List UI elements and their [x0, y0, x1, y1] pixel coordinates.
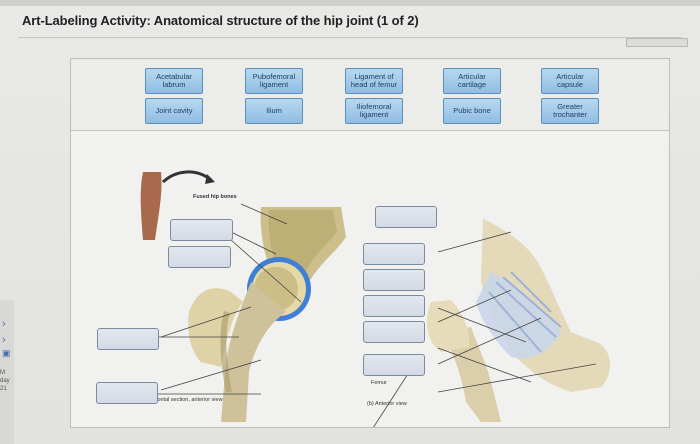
label-tile-ilium[interactable]: Ilium	[245, 98, 303, 124]
toolbar-button[interactable]	[626, 38, 688, 47]
arrow-icon	[161, 170, 212, 184]
left-gutter: › › ▣ M day 21	[0, 300, 14, 444]
label-tile-joint-cavity[interactable]: Joint cavity	[145, 98, 203, 124]
drop-target-1[interactable]	[170, 219, 233, 241]
label-tile-articular-capsule[interactable]: Articular capsule	[541, 68, 599, 94]
label-tile-pubic-bone[interactable]: Pubic bone	[443, 98, 501, 124]
thumbnail-hip-icon	[140, 172, 162, 240]
chevron-right-icon[interactable]: ›	[2, 318, 6, 330]
page-title: Art-Labeling Activity: Anatomical struct…	[22, 13, 419, 28]
drop-target-3[interactable]	[97, 328, 159, 350]
drop-target-4[interactable]	[96, 382, 158, 404]
drop-target-9[interactable]	[363, 321, 425, 343]
gutter-text-3: 21	[0, 386, 7, 392]
fused-hip-bones-label: Fused hip bones	[193, 194, 237, 200]
drop-target-10[interactable]	[363, 354, 425, 376]
drop-target-2[interactable]	[168, 246, 231, 268]
frontal-section-figure	[188, 207, 346, 422]
label-tile-articular-cartilage[interactable]: Articular cartilage	[443, 68, 501, 94]
label-bank: Acetabular labrum Pubofemoral ligament L…	[71, 59, 669, 131]
drop-target-6[interactable]	[363, 243, 425, 265]
anterior-view-figure	[426, 219, 611, 422]
gutter-text-1: M	[0, 370, 5, 376]
media-icon[interactable]: ▣	[2, 348, 11, 358]
drop-target-8[interactable]	[363, 295, 425, 317]
label-tile-ligament-of-head-of-femur[interactable]: Ligament of head of femur	[345, 68, 403, 94]
caption-frontal-section: (a) Frontal section, anterior view	[144, 397, 223, 403]
chevron-right-icon[interactable]: ›	[2, 334, 6, 346]
label-tile-acetabular-labrum[interactable]: Acetabular labrum	[145, 68, 203, 94]
gutter-text-2: day	[0, 378, 10, 384]
leader-lines	[156, 203, 597, 427]
drop-target-7[interactable]	[363, 269, 425, 291]
caption-anterior-view: (b) Anterior view	[367, 401, 407, 407]
title-divider	[18, 37, 682, 38]
femur-label: Femur	[371, 380, 387, 386]
label-tile-iliofemoral-ligament[interactable]: Iliofemoral ligament	[345, 98, 403, 124]
hip-joint-illustration	[140, 170, 611, 427]
top-strip	[0, 0, 700, 6]
labeling-activity: Acetabular labrum Pubofemoral ligament L…	[70, 58, 670, 428]
label-tile-greater-trochanter[interactable]: Greater trochanter	[541, 98, 599, 124]
drop-target-5[interactable]	[375, 206, 437, 228]
figure-stage: Fused hip bones Femur (a) Frontal sectio…	[71, 132, 669, 427]
label-tile-pubofemoral-ligament[interactable]: Pubofemoral ligament	[245, 68, 303, 94]
